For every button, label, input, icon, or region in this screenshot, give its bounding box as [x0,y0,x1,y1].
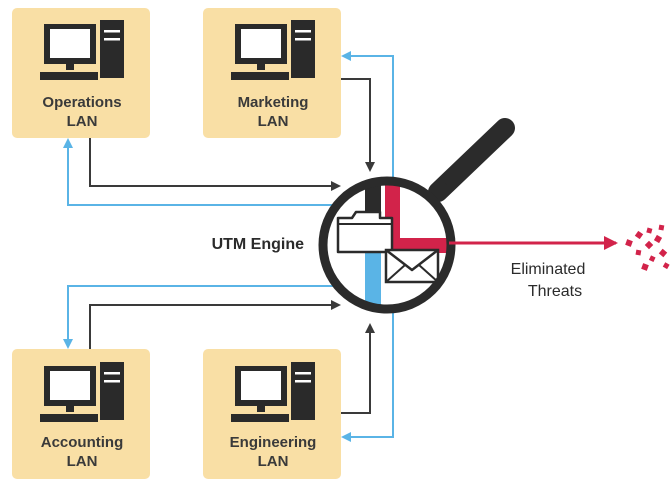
engine-label: UTM Engine [212,236,305,253]
lan-label-line1: Accounting [41,434,124,451]
folder-icon [336,210,394,254]
lan-label-line2: LAN [258,453,289,470]
lan-marketing: Marketing LAN [203,8,341,138]
lan-label-line2: LAN [67,113,98,130]
lan-label-line1: Marketing [238,94,309,111]
lan-label-line2: LAN [67,453,98,470]
threats-label-line1: Eliminated [511,261,586,278]
lan-label-line1: Operations [42,94,121,111]
magnifier-icon [318,118,515,314]
lan-label-line1: Engineering [230,434,317,451]
threats-label-line2: Threats [528,283,582,300]
scattered-particles-icon [625,224,670,271]
lan-label-line2: LAN [258,113,289,130]
lan-engineering: Engineering LAN [203,349,341,479]
flow-out-lines [63,51,394,442]
lan-operations: Operations LAN [12,8,150,138]
envelope-icon [384,248,440,284]
lan-accounting: Accounting LAN [12,349,150,479]
flow-in-lines [89,78,375,414]
